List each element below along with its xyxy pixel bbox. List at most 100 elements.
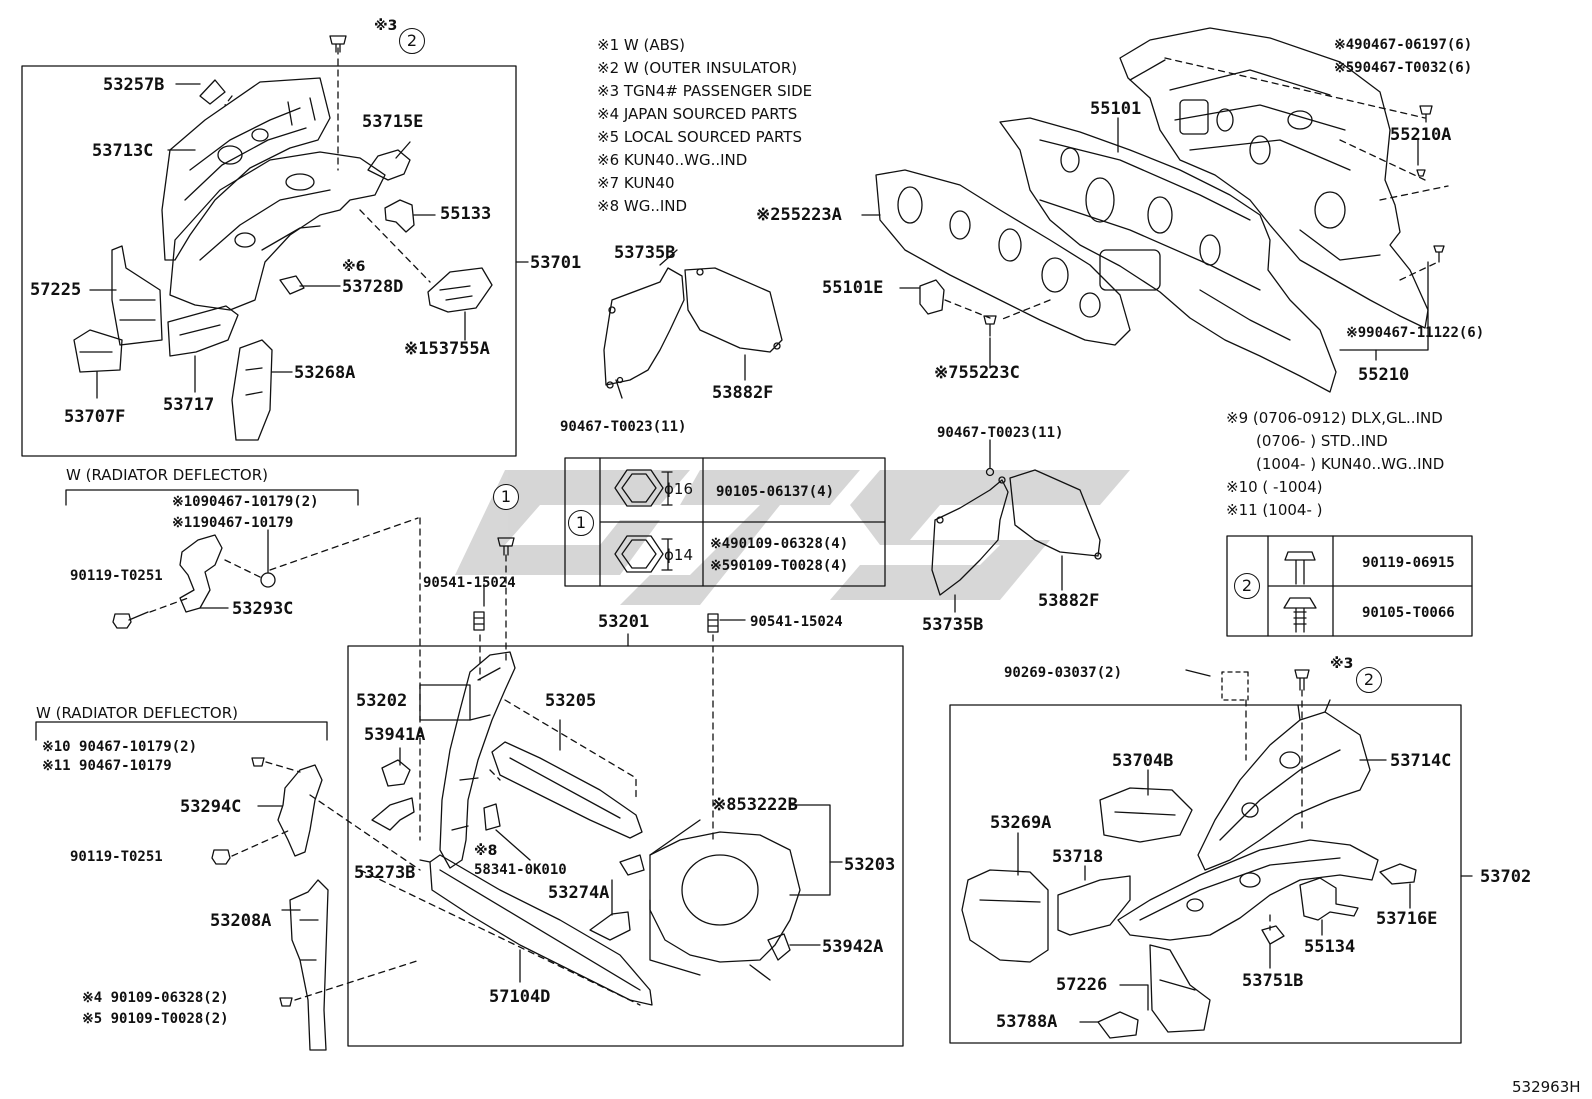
label-53882F-mid: 53882F [1038,591,1100,611]
label-53715E: 53715E [362,112,424,132]
label-53755A: ※153755A [404,339,490,359]
label-90541-15024-right: 90541-15024 [750,614,843,630]
part-55101E-shape [919,279,945,315]
group-box-53702 [949,704,1462,1044]
label-53716E: 53716E [1376,909,1438,929]
bracket-deflector-lower [35,721,328,741]
group-box-53701 [21,65,517,457]
callout-2-top: 2 [399,28,425,54]
label-53735B-mid: 53735B [922,615,984,635]
part-53714C-shape [1197,699,1371,871]
label-90467-T0023-mid: 90467-T0023(11) [937,425,1064,441]
reference-code: 532963H [1512,1078,1581,1096]
label-58341-note: ※8 [474,843,498,859]
label-90269-03037: 90269-03037(2) [1004,665,1123,681]
label-90467-10179-lower: ※11 90467-10179 [42,758,172,774]
note3-top: ※3 [374,18,398,34]
bolt-part-90105-T0066: 90105-T0066 [1362,605,1455,621]
bracket-deflector-upper [65,489,359,506]
bracket-55210 [1339,261,1429,351]
note-1: ※1 W (ABS) [597,36,685,54]
bolt-callout-1 [497,537,515,556]
dashed-leaders-upper [224,47,431,283]
bolt-top-53702 [1294,669,1310,691]
label-55133: 55133 [440,204,492,224]
dash-panel-55210 [1119,27,1429,329]
label-53941A: 53941A [364,725,426,745]
bolt-part-90109-06328: ※490109-06328(4) [710,536,849,552]
group-title-deflector-lower: W (RADIATOR DEFLECTOR) [36,704,238,722]
note-8: ※8 WG..IND [597,197,688,215]
leader-lines-upper [89,83,466,399]
label-57225: 57225 [30,280,82,300]
label-90109-T0028: ※5 90109-T0028(2) [82,1011,229,1027]
group-box-53201 [347,645,904,1047]
note-9: ※9 (0706-0912) DLX,GL..IND [1226,409,1443,427]
note-11: ※11 (1004- ) [1226,501,1323,519]
part-53222B-small-shape [619,854,645,876]
dashed-leaders-deflector-upper [149,517,419,613]
part-53717-shape [167,305,239,357]
part-53788A-shape [1097,1011,1139,1039]
part-53716E-shape [1379,863,1417,885]
part-53728D-shape [279,275,305,295]
leader-lines-53702 [1017,759,1411,1023]
dash-panel-55101 [999,59,1337,393]
dashed-leaders-deflector-lower [231,761,421,1001]
label-90467-10179-2-lower: ※10 90467-10179(2) [42,739,198,755]
label-53751B: 53751B [1242,971,1304,991]
note-4: ※4 JAPAN SOURCED PARTS [597,105,798,123]
label-90119-T0251-lower: 90119-T0251 [70,849,163,865]
dashed-leaders-dash [944,57,1449,321]
insulators-top [603,249,783,399]
part-57226-shape [1149,944,1211,1033]
dashed-leaders-53201 [359,517,714,1006]
bolt-size-14: ϕ14 [664,546,693,564]
label-53942A: 53942A [822,937,884,957]
part-57104D-shape [429,854,653,1006]
clip-55210A [1416,169,1426,177]
label-53713C: 53713C [92,141,154,161]
part-53273B-shape [371,797,415,831]
label-53882F-top: 53882F [712,383,774,403]
part-53203-shape [649,831,801,981]
label-53273B: 53273B [354,863,416,883]
label-53714C: 53714C [1390,751,1452,771]
label-53222B: ※853222B [712,795,798,815]
clip-90467-10179 [260,572,276,588]
bolt-90119-T0251-lower [211,849,231,865]
part-53707F-shape [73,329,123,373]
bolt-90109-06328 [279,997,293,1007]
bolt-90119-T0251-upper [112,611,149,629]
label-90109-06328: ※4 90109-06328(2) [82,990,229,1006]
part-53269A-shape [961,869,1049,963]
bolt-part-90105-06137: 90105-06137(4) [716,484,835,500]
label-55101: 55101 [1090,99,1142,119]
part-53718-shape [1057,875,1131,936]
part-53714C-bracket-dashed [1221,671,1249,701]
note-6: ※6 KUN40..WG..IND [597,151,748,169]
part-53293C-shape [179,534,223,613]
label-53257B: 53257B [103,75,165,95]
group-title-deflector-upper: W (RADIATOR DEFLECTOR) [66,466,268,484]
insulators-mid [931,439,1102,613]
bolt-table-2 [1226,535,1473,637]
label-90467-06197: ※490467-06197(6) [1334,37,1473,53]
label-90467-11122: ※990467-11122(6) [1346,325,1485,341]
bolt-size-16: ϕ16 [664,480,693,498]
note-10: ※10 ( -1004) [1226,478,1323,496]
label-53202: 53202 [356,691,408,711]
part-57225-shape [111,245,163,346]
bolt-90467-06197 [1419,105,1433,123]
leader-lines-deflector-lower [257,805,301,911]
note3-right: ※3 [1330,656,1354,672]
callout-2-right: 2 [1356,667,1382,693]
clip-90467-10179-lower [251,757,265,767]
label-90467-T0032: ※590467-T0032(6) [1334,60,1473,76]
part-apron-53702-shape [1117,839,1379,941]
spring-nut-90541-right [707,613,719,633]
label-53701: 53701 [530,253,582,273]
label-53269A: 53269A [990,813,1052,833]
label-90467-10179-2-upper: ※1090467-10179(2) [172,494,319,510]
part-53202-shape [439,651,516,869]
